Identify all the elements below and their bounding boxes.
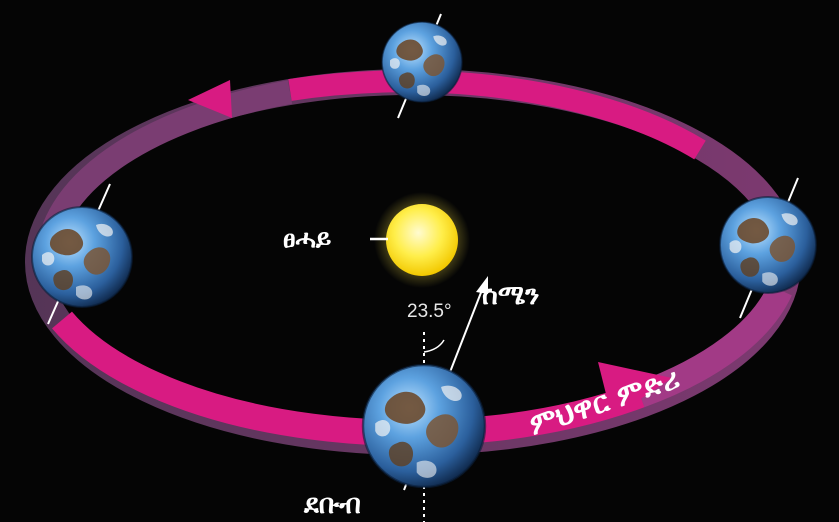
earth-icon (361, 363, 487, 489)
tilt-angle-arc (423, 339, 445, 353)
sun-icon (374, 192, 470, 288)
axial-tilt-label: 23.5° (407, 301, 452, 322)
north-label: ሰሜን (482, 280, 540, 311)
south-label: ደቡብ (304, 489, 361, 520)
earth-icon (31, 183, 133, 325)
earth-icon (381, 13, 463, 119)
earth-icon (719, 177, 817, 319)
orbit-arrow-icon (188, 80, 232, 118)
orbit-arrow-icon (598, 362, 672, 418)
sun-label: ፀሓይ (283, 224, 332, 253)
